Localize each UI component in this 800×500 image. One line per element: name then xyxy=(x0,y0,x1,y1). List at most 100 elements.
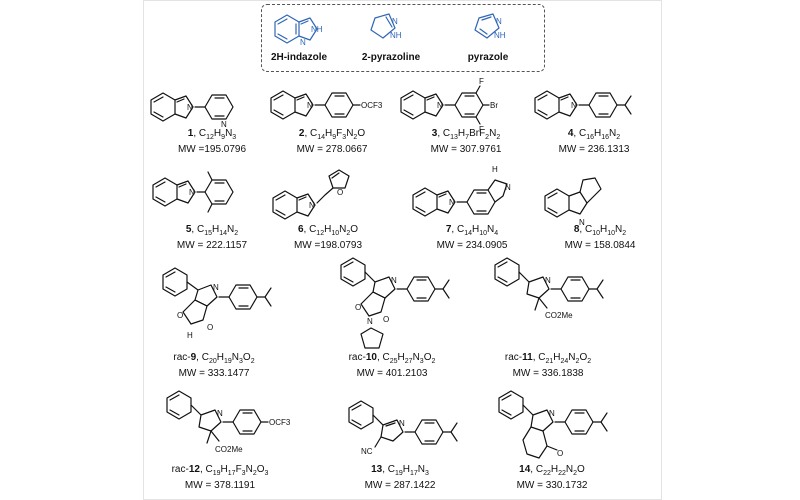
pyrazoline-atom-n: N xyxy=(392,17,398,26)
compound-id-formula: 14, C22H22N2O xyxy=(519,464,585,477)
structure-compound-3: N F F Br xyxy=(400,77,498,134)
atom-n: N xyxy=(437,101,443,110)
atom-o: O xyxy=(337,188,343,197)
label-2-pyrazoline: 2-pyrazoline xyxy=(361,52,421,63)
structure-compound-8: N xyxy=(544,177,602,227)
compound-caption-8: 8, C10H10N2 MW = 158.0844 xyxy=(535,224,665,252)
atom-h: H xyxy=(492,165,498,174)
scaffold-legend-box xyxy=(261,4,545,72)
atom-n: N xyxy=(545,276,551,285)
compound-caption-13: 13, C19H17N3 MW = 287.1422 xyxy=(335,464,465,492)
pyrazoline-atom-nh: NH xyxy=(390,31,402,40)
compound-caption-12: rac-12, C19H17F3N2O3 MW = 378.1191 xyxy=(155,464,285,492)
structure-compound-14: N O xyxy=(498,390,608,459)
group-co2me: CO2Me xyxy=(215,445,243,454)
compound-id-formula: 1, C12H9N3 xyxy=(187,128,237,141)
atom-n: N xyxy=(213,283,219,292)
compound-id-formula: rac-9, C20H19N3O2 xyxy=(173,352,255,365)
atom-n: N xyxy=(571,101,577,110)
atom-br: Br xyxy=(490,101,498,110)
compound-caption-5: 5, C15H14N2 MW = 222.1157 xyxy=(147,224,277,252)
compound-id-formula: 2, C14H9F3N2O xyxy=(298,128,366,141)
atom-nh: H xyxy=(187,331,193,340)
scaffold-pyrazole: N NH xyxy=(474,13,506,40)
compound-id-formula: 13, C19H17N3 xyxy=(371,464,429,477)
atom-o: O xyxy=(207,323,213,332)
atom-n: N xyxy=(187,103,193,112)
compound-mw: MW = 330.1732 xyxy=(516,480,588,491)
atom-n: N xyxy=(579,218,585,227)
compound-mw: MW = 336.1838 xyxy=(512,368,584,379)
structures-canvas: NH N N NH N NH N N xyxy=(150,13,632,459)
structure-compound-5: N xyxy=(152,171,234,213)
structure-compound-13: N NC xyxy=(348,400,458,456)
compound-id-formula: rac-12, C19H17F3N2O3 xyxy=(171,464,269,477)
atom-n: N xyxy=(189,188,195,197)
compound-mw: MW = 307.9761 xyxy=(430,144,502,155)
compound-id-formula: 4, C16H16N2 xyxy=(567,128,621,141)
structure-compound-10: N O N O xyxy=(340,257,450,349)
compound-caption-1: 1, C12H9N3 MW =195.0796 xyxy=(147,128,277,156)
compound-mw: MW = 158.0844 xyxy=(564,240,636,251)
atom-n: N xyxy=(505,183,511,192)
structure-compound-6: N O xyxy=(272,169,350,220)
compound-caption-9: rac-9, C20H19N3O2 MW = 333.1477 xyxy=(149,352,279,380)
structure-compound-2: N OCF3 xyxy=(270,90,383,120)
compound-mw: MW = 287.1422 xyxy=(364,480,436,491)
group-nc: NC xyxy=(361,447,373,456)
atom-o: O xyxy=(557,449,563,458)
label-pyrazole: pyrazole xyxy=(467,52,509,63)
pyrazole-atom-nh: NH xyxy=(494,31,506,40)
atom-o: O xyxy=(177,311,183,320)
atom-n: N xyxy=(217,409,223,418)
structure-compound-4: N xyxy=(534,90,632,120)
compound-mw: MW = 222.1157 xyxy=(176,240,248,251)
compound-id-formula: rac-10, C25H27N3O2 xyxy=(348,352,436,365)
compound-mw: MW = 333.1477 xyxy=(178,368,250,379)
figure-panel: NH N N NH N NH N N xyxy=(143,0,662,500)
structure-compound-11: N CO2Me xyxy=(494,257,604,320)
compound-id-formula: 3, C13H7BrF2N2 xyxy=(431,128,501,141)
atom-n: N xyxy=(307,101,313,110)
atom-f: F xyxy=(479,77,484,86)
compound-mw: MW =195.0796 xyxy=(177,144,247,155)
atom-n: N xyxy=(367,317,373,326)
scaffold-atom-nh: NH xyxy=(311,25,323,34)
atom-n: N xyxy=(449,198,455,207)
structure-compound-7: N H N xyxy=(412,165,511,217)
compound-caption-11: rac-11, C21H24N2O2 MW = 336.1838 xyxy=(483,352,613,380)
scaffold-2h-indazole: NH N xyxy=(274,14,323,47)
atom-o: O xyxy=(355,303,361,312)
atom-n: N xyxy=(399,419,405,428)
group-ocf3: OCF3 xyxy=(361,101,383,110)
group-ocf3: OCF3 xyxy=(269,418,291,427)
compound-id-formula: 7, C14H10N4 xyxy=(445,224,499,237)
group-co2me: CO2Me xyxy=(545,311,573,320)
atom-n: N xyxy=(309,201,315,210)
atom-n: N xyxy=(221,120,227,129)
scaffold-atom-n: N xyxy=(300,38,306,47)
atom-f: F xyxy=(479,125,484,134)
compound-id-formula: 8, C10H10N2 xyxy=(573,224,627,237)
compound-id-formula: 5, C15H14N2 xyxy=(185,224,239,237)
structure-compound-1: N N xyxy=(150,92,234,129)
compound-mw: MW = 278.0667 xyxy=(296,144,368,155)
scaffold-2-pyrazoline: N NH xyxy=(370,13,402,40)
label-2h-indazole: 2H-indazole xyxy=(270,52,328,63)
compound-mw: MW = 236.1313 xyxy=(558,144,630,155)
compound-caption-6: 6, C12H10N2O MW =198.0793 xyxy=(263,224,393,252)
compound-caption-3: 3, C13H7BrF2N2 MW = 307.9761 xyxy=(401,128,531,156)
compound-mw: MW = 234.0905 xyxy=(436,240,508,251)
compound-caption-7: 7, C14H10N4 MW = 234.0905 xyxy=(407,224,537,252)
compound-mw: MW = 378.1191 xyxy=(184,480,256,491)
compound-caption-2: 2, C14H9F3N2O MW = 278.0667 xyxy=(267,128,397,156)
compound-caption-4: 4, C16H16N2 MW = 236.1313 xyxy=(529,128,659,156)
compound-id-formula: rac-11, C21H24N2O2 xyxy=(504,352,592,365)
compound-mw: MW =198.0793 xyxy=(293,240,363,251)
compound-caption-14: 14, C22H22N2O MW = 330.1732 xyxy=(487,464,617,492)
atom-n: N xyxy=(391,276,397,285)
compound-id-formula: 6, C12H10N2O xyxy=(297,224,359,237)
atom-o: O xyxy=(383,315,389,324)
pyrazole-atom-n: N xyxy=(496,17,502,26)
